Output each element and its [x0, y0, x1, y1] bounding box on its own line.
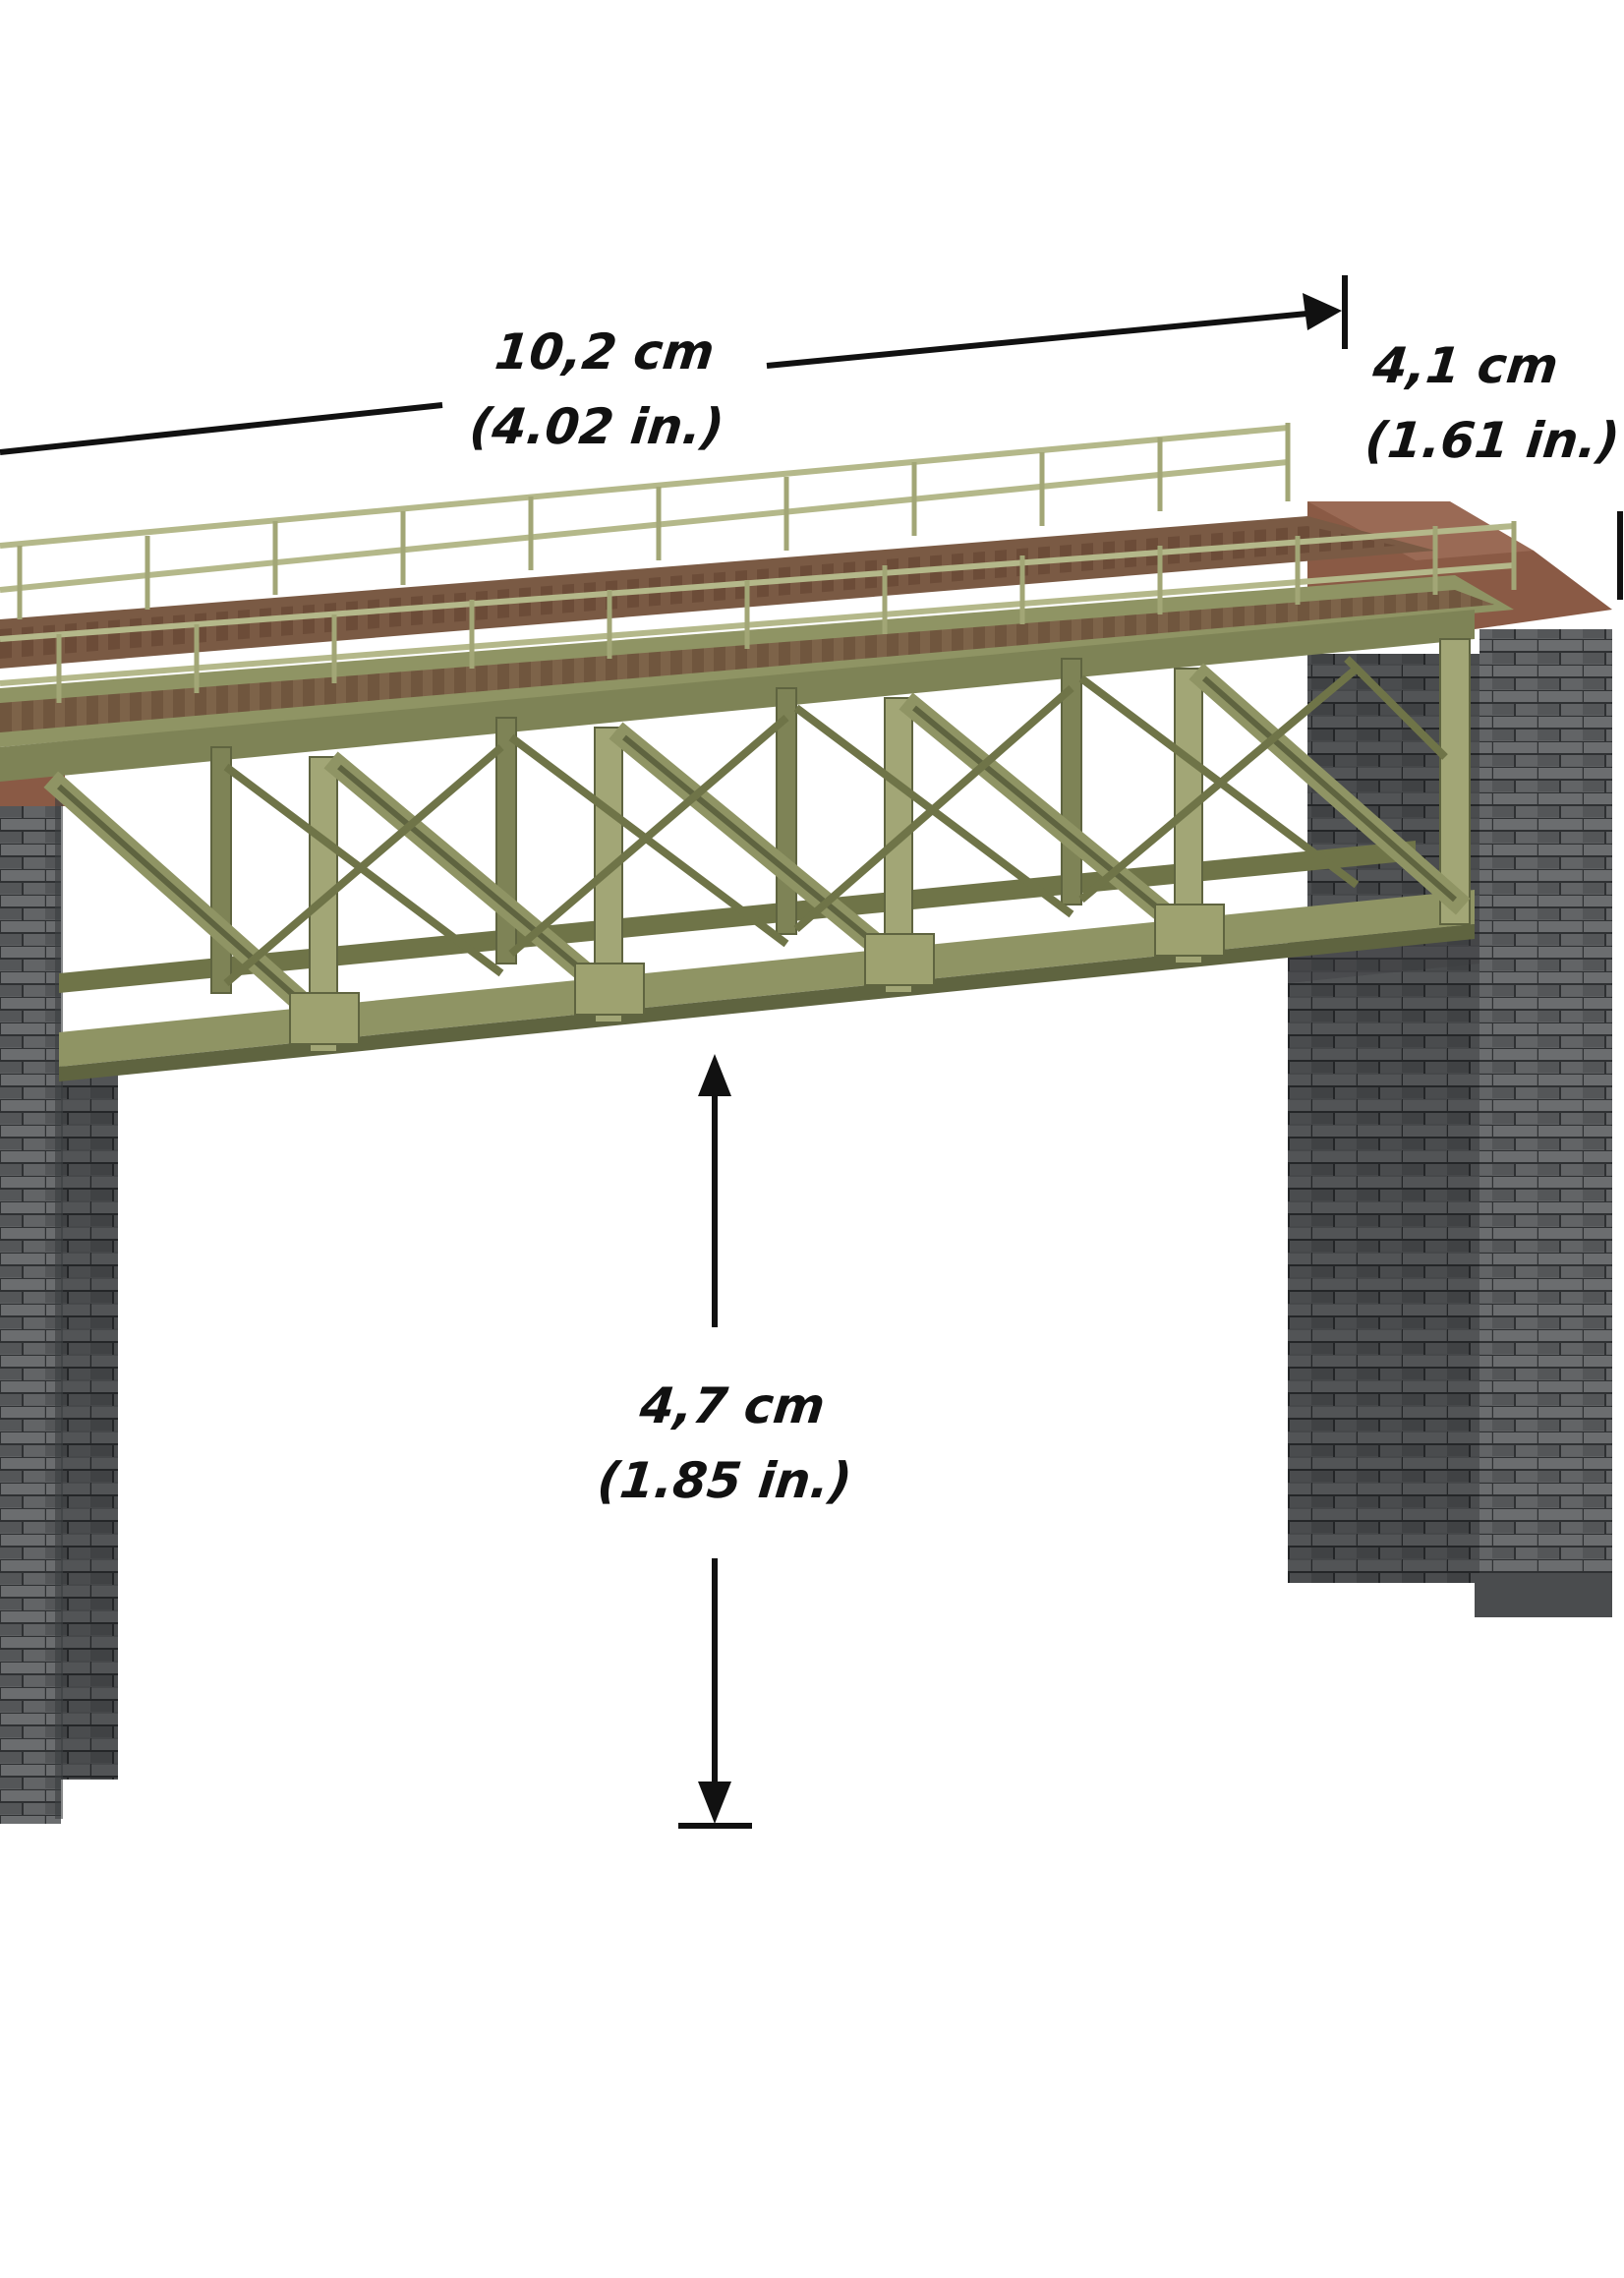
length-arrowhead — [1303, 293, 1342, 330]
width-dimension-label: 4,1 cm (1.61 in.) — [1362, 328, 1624, 478]
height-arrowhead-top — [698, 1054, 731, 1096]
length-dimension-line-left — [0, 402, 443, 455]
height-dimension-label: 4,7 cm (1.85 in.) — [594, 1369, 863, 1518]
length-metric: 10,2 cm — [492, 323, 718, 380]
left-stone-pier — [0, 767, 118, 1824]
height-imperial: (1.85 in.) — [594, 1452, 855, 1509]
width-imperial: (1.61 in.) — [1362, 412, 1623, 469]
length-imperial: (4.02 in.) — [466, 398, 727, 455]
height-metric: 4,7 cm — [637, 1377, 829, 1434]
length-dimension-line-right — [766, 310, 1318, 369]
steel-truss-bridge — [0, 423, 1517, 1081]
length-dimension-label: 10,2 cm (4.02 in.) — [466, 315, 735, 464]
dimension-lines — [0, 275, 1623, 1829]
height-arrowhead-bottom — [698, 1782, 731, 1824]
width-metric: 4,1 cm — [1369, 337, 1561, 394]
